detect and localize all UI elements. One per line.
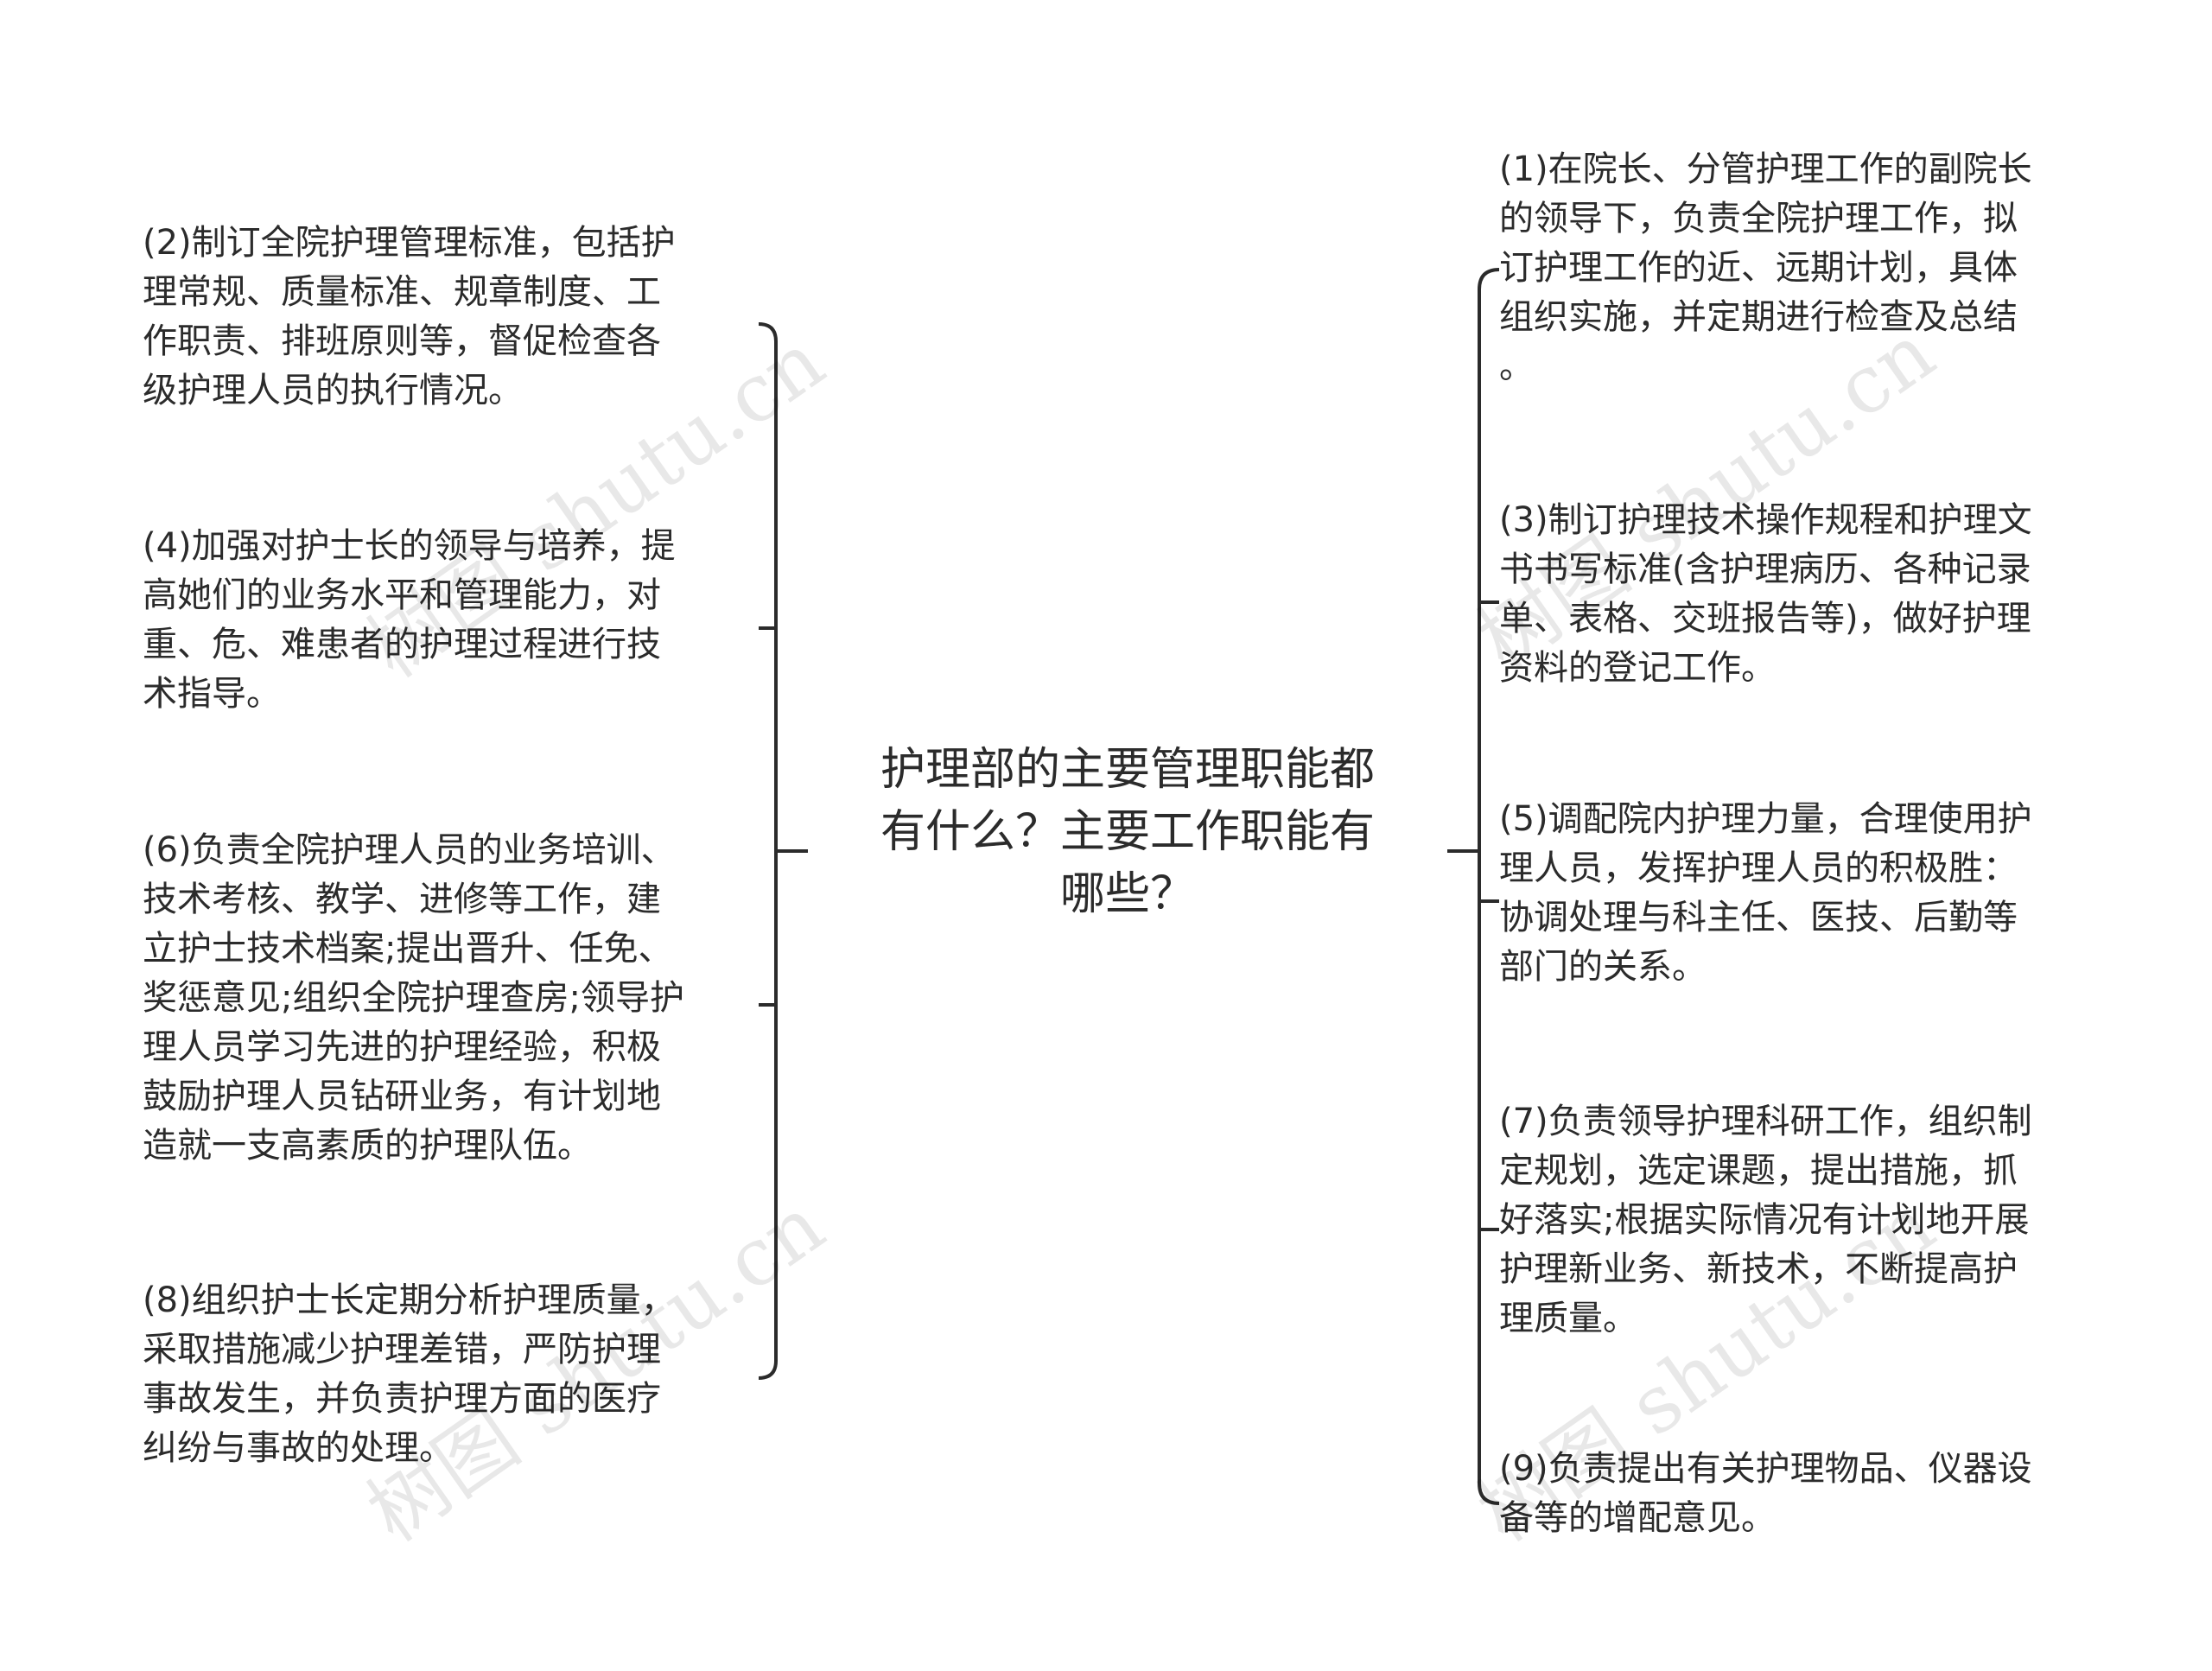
- branch-node-4[interactable]: (4)加强对护士长的领导与培养，提 高她们的业务水平和管理能力，对 重、危、难患…: [143, 526, 676, 714]
- branch-node-6[interactable]: (6)负责全院护理人员的业务培训、 技术考核、教学、进修等工作，建 立护士技术档…: [143, 830, 684, 1166]
- central-topic[interactable]: 护理部的主要管理职能都 有什么？主要工作职能有 哪些？: [880, 744, 1375, 920]
- branch-node-8[interactable]: (8)组织护士长定期分析护理质量， 采取措施减少护理差错，严防护理 事故发生，并…: [143, 1280, 676, 1468]
- branch-node-1[interactable]: (1)在院长、分管护理工作的副院长 的领导下，负责全院护理工作，拟 订护理工作的…: [1499, 149, 2032, 386]
- branch-node-7[interactable]: (7)负责领导护理科研工作，组织制 定规划，选定课题，提出措施，抓 好落实;根据…: [1499, 1102, 2032, 1338]
- left-bracket: [758, 322, 778, 1380]
- branch-node-3[interactable]: (3)制订护理技术操作规程和护理文 书书写标准(含护理病历、各种记录 单、表格、…: [1499, 500, 2032, 688]
- branch-node-5[interactable]: (5)调配院内护理力量，合理使用护 理人员，发挥护理人员的积极胜： 协调处理与科…: [1499, 799, 2032, 987]
- branch-node-9[interactable]: (9)负责提出有关护理物品、仪器设 备等的增配意见。: [1499, 1449, 2032, 1538]
- right-bracket: [1478, 268, 1500, 1505]
- branch-node-2[interactable]: (2)制订全院护理管理标准，包括护 理常规、质量标准、规章制度、工 作职责、排班…: [143, 223, 676, 410]
